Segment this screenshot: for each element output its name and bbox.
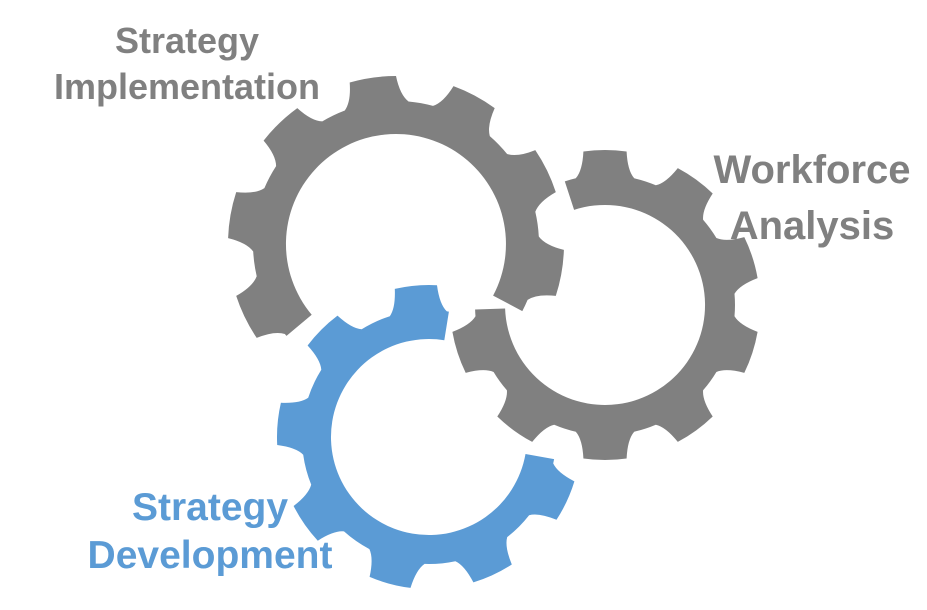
gear-workforce-analysis xyxy=(448,146,762,464)
label-line-1: Strategy xyxy=(114,20,260,61)
label-line-1: Workforce xyxy=(713,148,911,192)
gear-strategy-development xyxy=(273,281,578,592)
label-line-2: Analysis xyxy=(729,204,895,248)
label-strategy-development: Strategy Development xyxy=(82,484,338,580)
label-workforce-analysis: Workforce Analysis xyxy=(700,142,924,254)
gear-strategy-implementation xyxy=(224,72,568,342)
label-strategy-implementation: Strategy Implementation xyxy=(27,18,347,110)
label-line-2: Implementation xyxy=(53,66,321,107)
label-line-1: Strategy xyxy=(131,486,289,529)
label-line-2: Development xyxy=(87,534,333,577)
